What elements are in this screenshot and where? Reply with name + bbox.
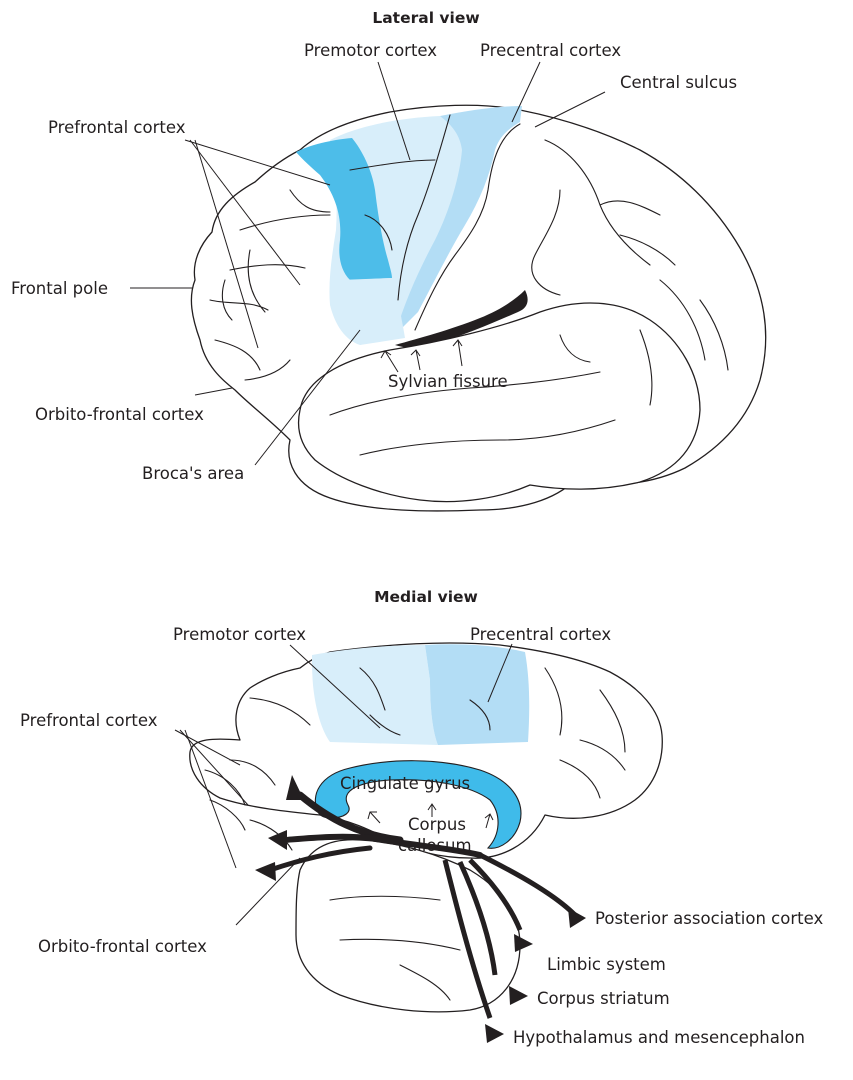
lateral-sylvian-label: Sylvian fissure — [388, 372, 508, 391]
medial-precentral-label: Precentral cortex — [470, 625, 611, 644]
lateral-premotor-label: Premotor cortex — [304, 41, 437, 60]
medial-prefrontal-label: Prefrontal cortex — [20, 711, 158, 730]
medial-corpus-label-line2: callosum — [398, 836, 472, 855]
lateral-orbito-frontal-leader — [195, 388, 232, 395]
medial-striatum-label: Corpus striatum — [537, 989, 670, 1008]
lateral-broca-label: Broca's area — [142, 464, 244, 483]
lateral-view-title: Lateral view — [372, 9, 479, 27]
lateral-frontal-pole-label: Frontal pole — [11, 279, 108, 298]
medial-hypothalamus-label: Hypothalamus and mesencephalon — [513, 1028, 805, 1047]
medial-view: Medial view — [20, 588, 823, 1047]
lateral-view: Lateral view Premot — [11, 9, 766, 511]
medial-corpus-label-line1: Corpus — [408, 815, 466, 834]
medial-premotor-label: Premotor cortex — [173, 625, 306, 644]
lateral-orbito-frontal-label: Orbito-frontal cortex — [35, 405, 204, 424]
medial-cingulate-label: Cingulate gyrus — [340, 774, 470, 793]
medial-view-title: Medial view — [374, 588, 478, 606]
medial-posterior-assoc-label: Posterior association cortex — [595, 909, 823, 928]
medial-limbic-label: Limbic system — [547, 955, 666, 974]
lateral-prefrontal-label: Prefrontal cortex — [48, 118, 186, 137]
medial-premotor-region — [312, 645, 438, 745]
medial-orbito-frontal-label: Orbito-frontal cortex — [38, 937, 207, 956]
lateral-central-sulcus-leader — [535, 92, 605, 127]
lateral-precentral-label: Precentral cortex — [480, 41, 621, 60]
lateral-central-sulcus-label: Central sulcus — [620, 73, 737, 92]
medial-precentral-region — [425, 644, 529, 745]
